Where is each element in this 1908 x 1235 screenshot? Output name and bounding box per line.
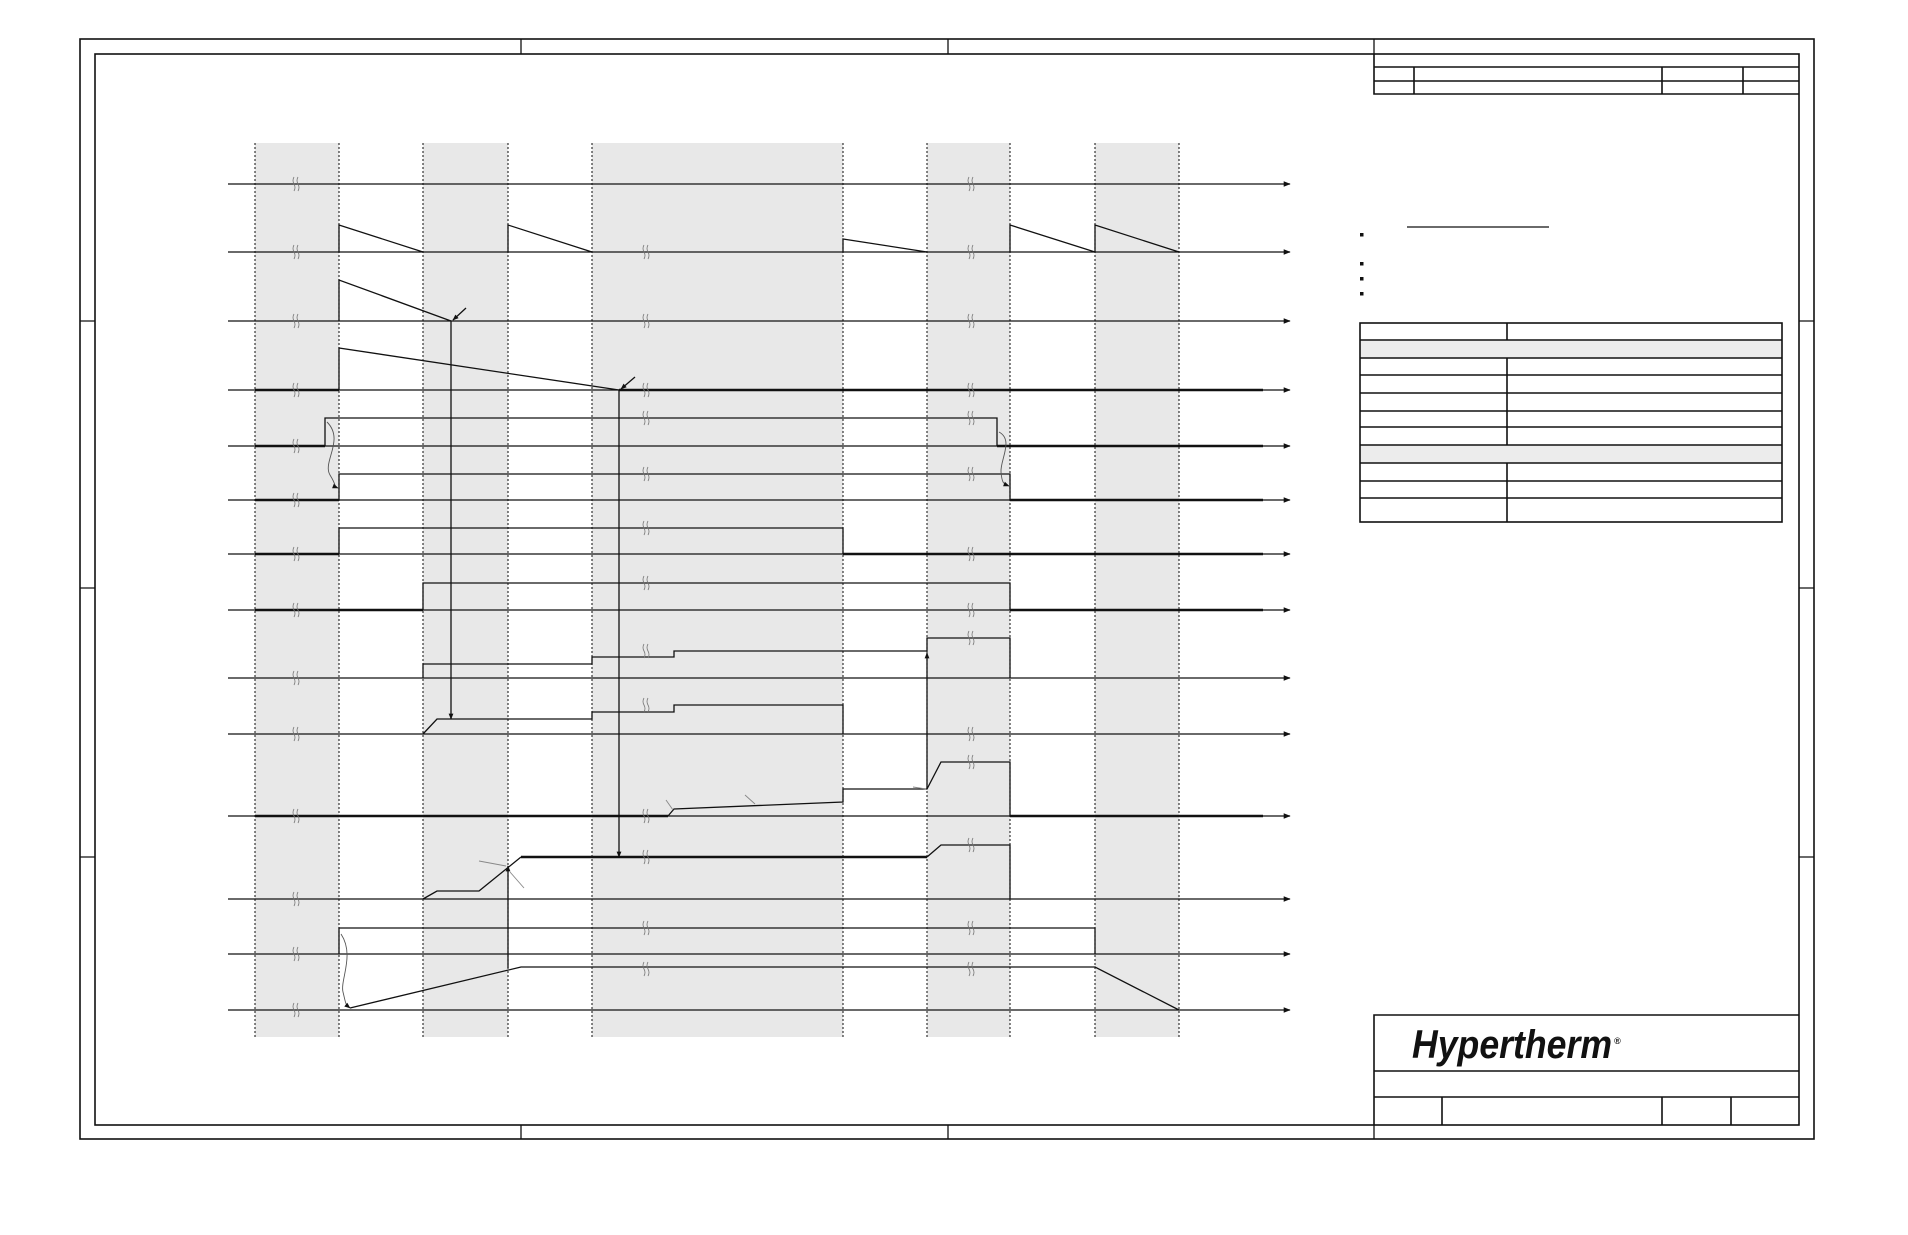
bullet-icon <box>1360 277 1364 281</box>
signal-2-sawtooth <box>338 224 1180 253</box>
dependency-arrows <box>326 307 1010 1009</box>
signal-5 <box>324 417 998 446</box>
signal-3-ramp <box>338 279 452 322</box>
bullet-icon <box>1360 233 1364 237</box>
break-mark-icon <box>292 946 300 962</box>
break-mark-icon <box>967 244 975 260</box>
signal-6 <box>338 473 1011 500</box>
signal-13 <box>338 927 1096 954</box>
wavy-arrow-icon <box>998 431 1010 487</box>
legend-table <box>1359 322 1783 523</box>
break-mark-icon <box>292 670 300 686</box>
signal-10-steps <box>422 704 844 735</box>
break-mark-icon <box>642 808 650 824</box>
break-mark-icon <box>967 466 975 482</box>
break-mark-icon <box>292 438 300 454</box>
break-mark-icon <box>642 920 650 936</box>
shaded-phases <box>255 143 1179 1037</box>
break-mark-icon <box>642 961 650 977</box>
title-block: Hypertherm ® <box>1373 1014 1799 1125</box>
wavy-arrow-icon <box>326 421 339 489</box>
pointer-arrow-icon <box>620 376 636 390</box>
pointer-arrow-icon <box>452 307 467 321</box>
break-mark-icon <box>292 602 300 618</box>
break-marks <box>292 176 975 1018</box>
bullet-icon <box>1360 292 1364 296</box>
break-mark-icon <box>642 849 650 865</box>
signal-4-ramp <box>338 347 620 391</box>
hypertherm-logo: Hypertherm <box>1412 1023 1612 1067</box>
break-mark-icon <box>967 754 975 770</box>
wavy-arrow-icon <box>340 933 351 1009</box>
break-mark-icon <box>292 492 300 508</box>
signal-9-steps <box>422 637 1011 678</box>
signal-8 <box>422 582 1011 610</box>
break-mark-icon <box>967 313 975 329</box>
registered-mark: ® <box>1614 1036 1621 1046</box>
break-mark-icon <box>642 382 650 398</box>
break-mark-icon <box>292 891 300 907</box>
break-mark-icon <box>642 313 650 329</box>
break-mark-icon <box>967 176 975 192</box>
break-mark-icon <box>642 643 650 659</box>
break-mark-icon <box>967 382 975 398</box>
break-mark-icon <box>642 244 650 260</box>
break-mark-icon <box>967 961 975 977</box>
signal-12 <box>422 844 1011 900</box>
signal-14 <box>349 966 1180 1011</box>
break-mark-icon <box>967 920 975 936</box>
break-mark-icon <box>967 837 975 853</box>
break-mark-icon <box>967 546 975 562</box>
bullet-icon <box>1360 262 1364 266</box>
break-mark-icon <box>292 382 300 398</box>
break-mark-icon <box>642 520 650 536</box>
break-mark-icon <box>642 410 650 426</box>
break-mark-icon <box>292 726 300 742</box>
break-mark-icon <box>292 1002 300 1018</box>
revision-block <box>1373 54 1799 95</box>
break-mark-icon <box>967 602 975 618</box>
notes-area <box>1360 226 1549 296</box>
break-mark-icon <box>967 630 975 646</box>
break-mark-icon <box>292 546 300 562</box>
break-mark-icon <box>967 410 975 426</box>
signal-7 <box>338 527 844 554</box>
break-mark-icon <box>642 697 650 713</box>
break-mark-icon <box>292 244 300 260</box>
signal-11 <box>667 761 1011 817</box>
break-mark-icon <box>292 176 300 192</box>
drawing-border <box>79 38 1815 1140</box>
break-mark-icon <box>642 575 650 591</box>
waveforms <box>255 224 1263 1011</box>
break-mark-icon <box>292 313 300 329</box>
break-mark-icon <box>967 726 975 742</box>
break-mark-icon <box>642 466 650 482</box>
break-mark-icon <box>292 808 300 824</box>
